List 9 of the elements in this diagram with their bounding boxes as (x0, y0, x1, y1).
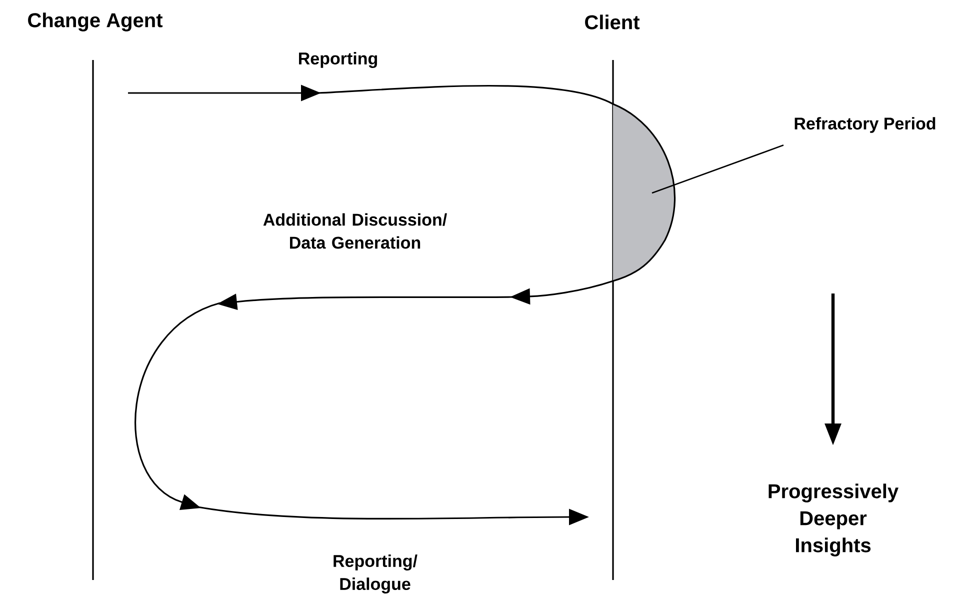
flow-label: Reporting (299, 52, 378, 68)
column-heading: Client (585, 14, 640, 30)
leader-line (652, 144, 784, 194)
column-heading: Change Agent (28, 12, 163, 32)
shaded-area (613, 104, 675, 281)
flow-label: Additional Discussion/ Data Generation (263, 213, 447, 249)
flow-label: Reporting/ Dialogue (334, 554, 418, 594)
callout-text: Refractory Period (794, 117, 936, 133)
insight-text: Progressively Deeper Insights (768, 484, 898, 556)
